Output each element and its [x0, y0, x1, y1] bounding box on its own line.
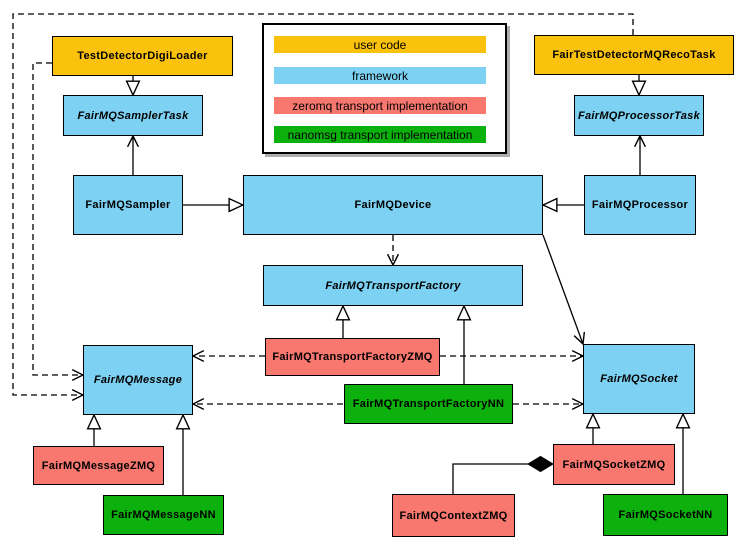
edge-dependency-recotask-message	[12, 13, 634, 395]
node-fairmqtransportfactoryzmq: FairMQTransportFactoryZMQ	[265, 338, 440, 376]
node-testdetectordigiloader: TestDetectorDigiLoader	[52, 36, 233, 76]
node-fairmqprocessor: FairMQProcessor	[584, 175, 696, 235]
edge-association-device-socket	[542, 234, 583, 344]
node-label: FairMQMessage	[93, 374, 183, 386]
node-label: FairTestDetectorMQRecoTask	[552, 49, 716, 61]
legend-item-user-code: user code	[274, 36, 486, 53]
edge-dependency-digiloader-message	[32, 62, 83, 375]
node-label: FairMQTransportFactoryNN	[352, 398, 505, 410]
legend-item-framework: framework	[274, 67, 486, 84]
composition-diamond	[527, 455, 554, 473]
node-label: TestDetectorDigiLoader	[77, 50, 208, 62]
node-label: FairMQSocket	[600, 373, 678, 385]
node-fairmqsocketzmq: FairMQSocketZMQ	[553, 444, 675, 485]
node-label: FairMQTransportFactory	[325, 279, 461, 292]
legend-item-zeromq: zeromq transport implementation	[274, 97, 486, 114]
node-fairmqsocketnn: FairMQSocketNN	[603, 494, 728, 536]
edge-composition-contextzmq-socketzmq	[452, 463, 529, 494]
node-label: FairMQProcessorTask	[577, 109, 701, 122]
node-label: FairMQContextZMQ	[399, 509, 508, 522]
node-label: FairMQMessageNN	[111, 509, 216, 521]
node-fairmqtransportfactory: FairMQTransportFactory	[263, 265, 523, 306]
node-fairmqsocket: FairMQSocket	[583, 344, 695, 414]
legend: user code framework zeromq transport imp…	[262, 23, 507, 154]
node-fairmqcontextzmq: FairMQContextZMQ	[392, 494, 515, 537]
legend-item-nanomsg: nanomsg transport implementation	[274, 126, 486, 143]
node-fairmqtransportfactorynn: FairMQTransportFactoryNN	[344, 384, 513, 424]
node-label: FairMQSocketZMQ	[562, 458, 666, 471]
node-label: FairMQTransportFactoryZMQ	[272, 351, 433, 363]
node-label: FairMQMessageZMQ	[41, 459, 156, 472]
node-fairmqmessagezmq: FairMQMessageZMQ	[33, 446, 164, 485]
node-label: FairMQSampler	[85, 199, 171, 211]
node-fairmqdevice: FairMQDevice	[243, 175, 543, 235]
node-label: FairMQSamplerTask	[77, 109, 189, 122]
node-fairmqsamplertask: FairMQSamplerTask	[63, 95, 203, 136]
node-fairmqsampler: FairMQSampler	[73, 175, 183, 235]
node-fairmqmessagenn: FairMQMessageNN	[103, 495, 224, 535]
node-label: FairMQProcessor	[591, 199, 689, 211]
node-fairtestdetectormqrecotask: FairTestDetectorMQRecoTask	[534, 35, 734, 75]
node-fairmqprocessortask: FairMQProcessorTask	[574, 95, 704, 136]
node-fairmqmessage: FairMQMessage	[83, 345, 193, 415]
node-label: FairMQSocketNN	[618, 509, 713, 521]
node-label: FairMQDevice	[354, 199, 432, 211]
